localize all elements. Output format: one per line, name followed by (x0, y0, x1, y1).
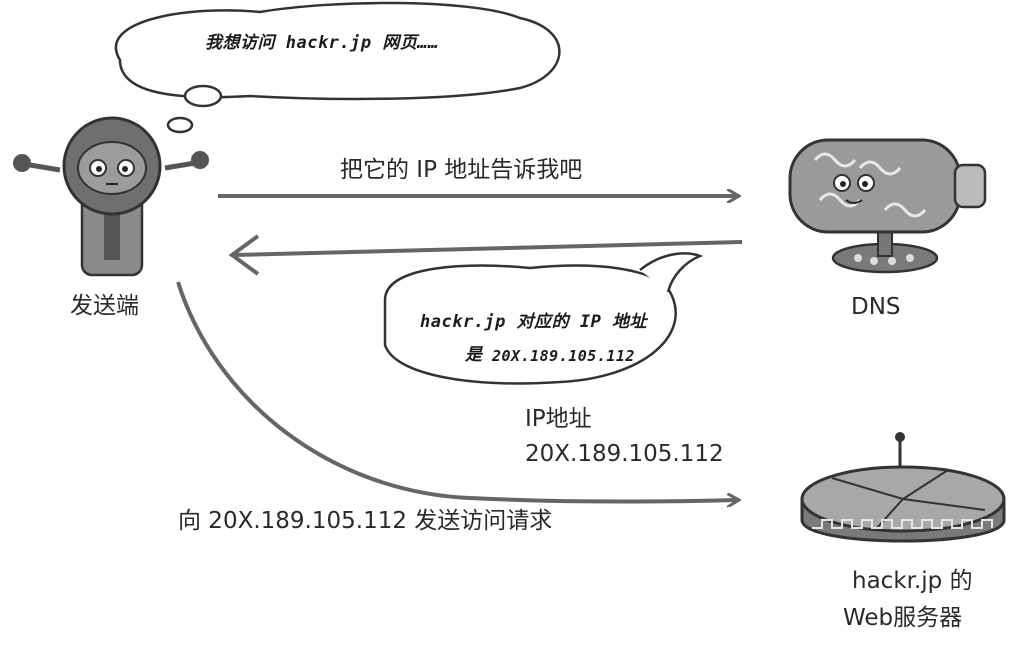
ip-address-label-title: IP地址 (525, 406, 592, 432)
thought-bubble (114, 1, 561, 134)
dns-server-icon (788, 138, 987, 274)
web-server-label-line2: Web服务器 (843, 605, 963, 631)
reply-bubble-line1: hackr.jp 对应的 IP 地址 (420, 312, 648, 332)
web-server-icon (800, 432, 1006, 543)
reply-bubble-ip: 20X.189.105.112 (492, 347, 635, 365)
reply-arrow (228, 234, 743, 276)
web-server-label-line1: hackr.jp 的 (852, 568, 973, 594)
robot-icon (13, 116, 209, 277)
sender-label: 发送端 (70, 293, 139, 319)
request-arrow-label: 把它的 IP 地址告诉我吧 (340, 157, 583, 183)
reply-bubble (383, 252, 704, 385)
thought-bubble-text: 我想访问 hackr.jp 网页…… (205, 33, 439, 53)
access-arrow-label: 向 20X.189.105.112 发送访问请求 (178, 508, 553, 534)
dns-label: DNS (851, 294, 901, 320)
reply-bubble-line2-prefix: 是 (465, 345, 483, 365)
ip-address-label-value: 20X.189.105.112 (525, 441, 724, 467)
access-request-arrow (176, 281, 738, 502)
